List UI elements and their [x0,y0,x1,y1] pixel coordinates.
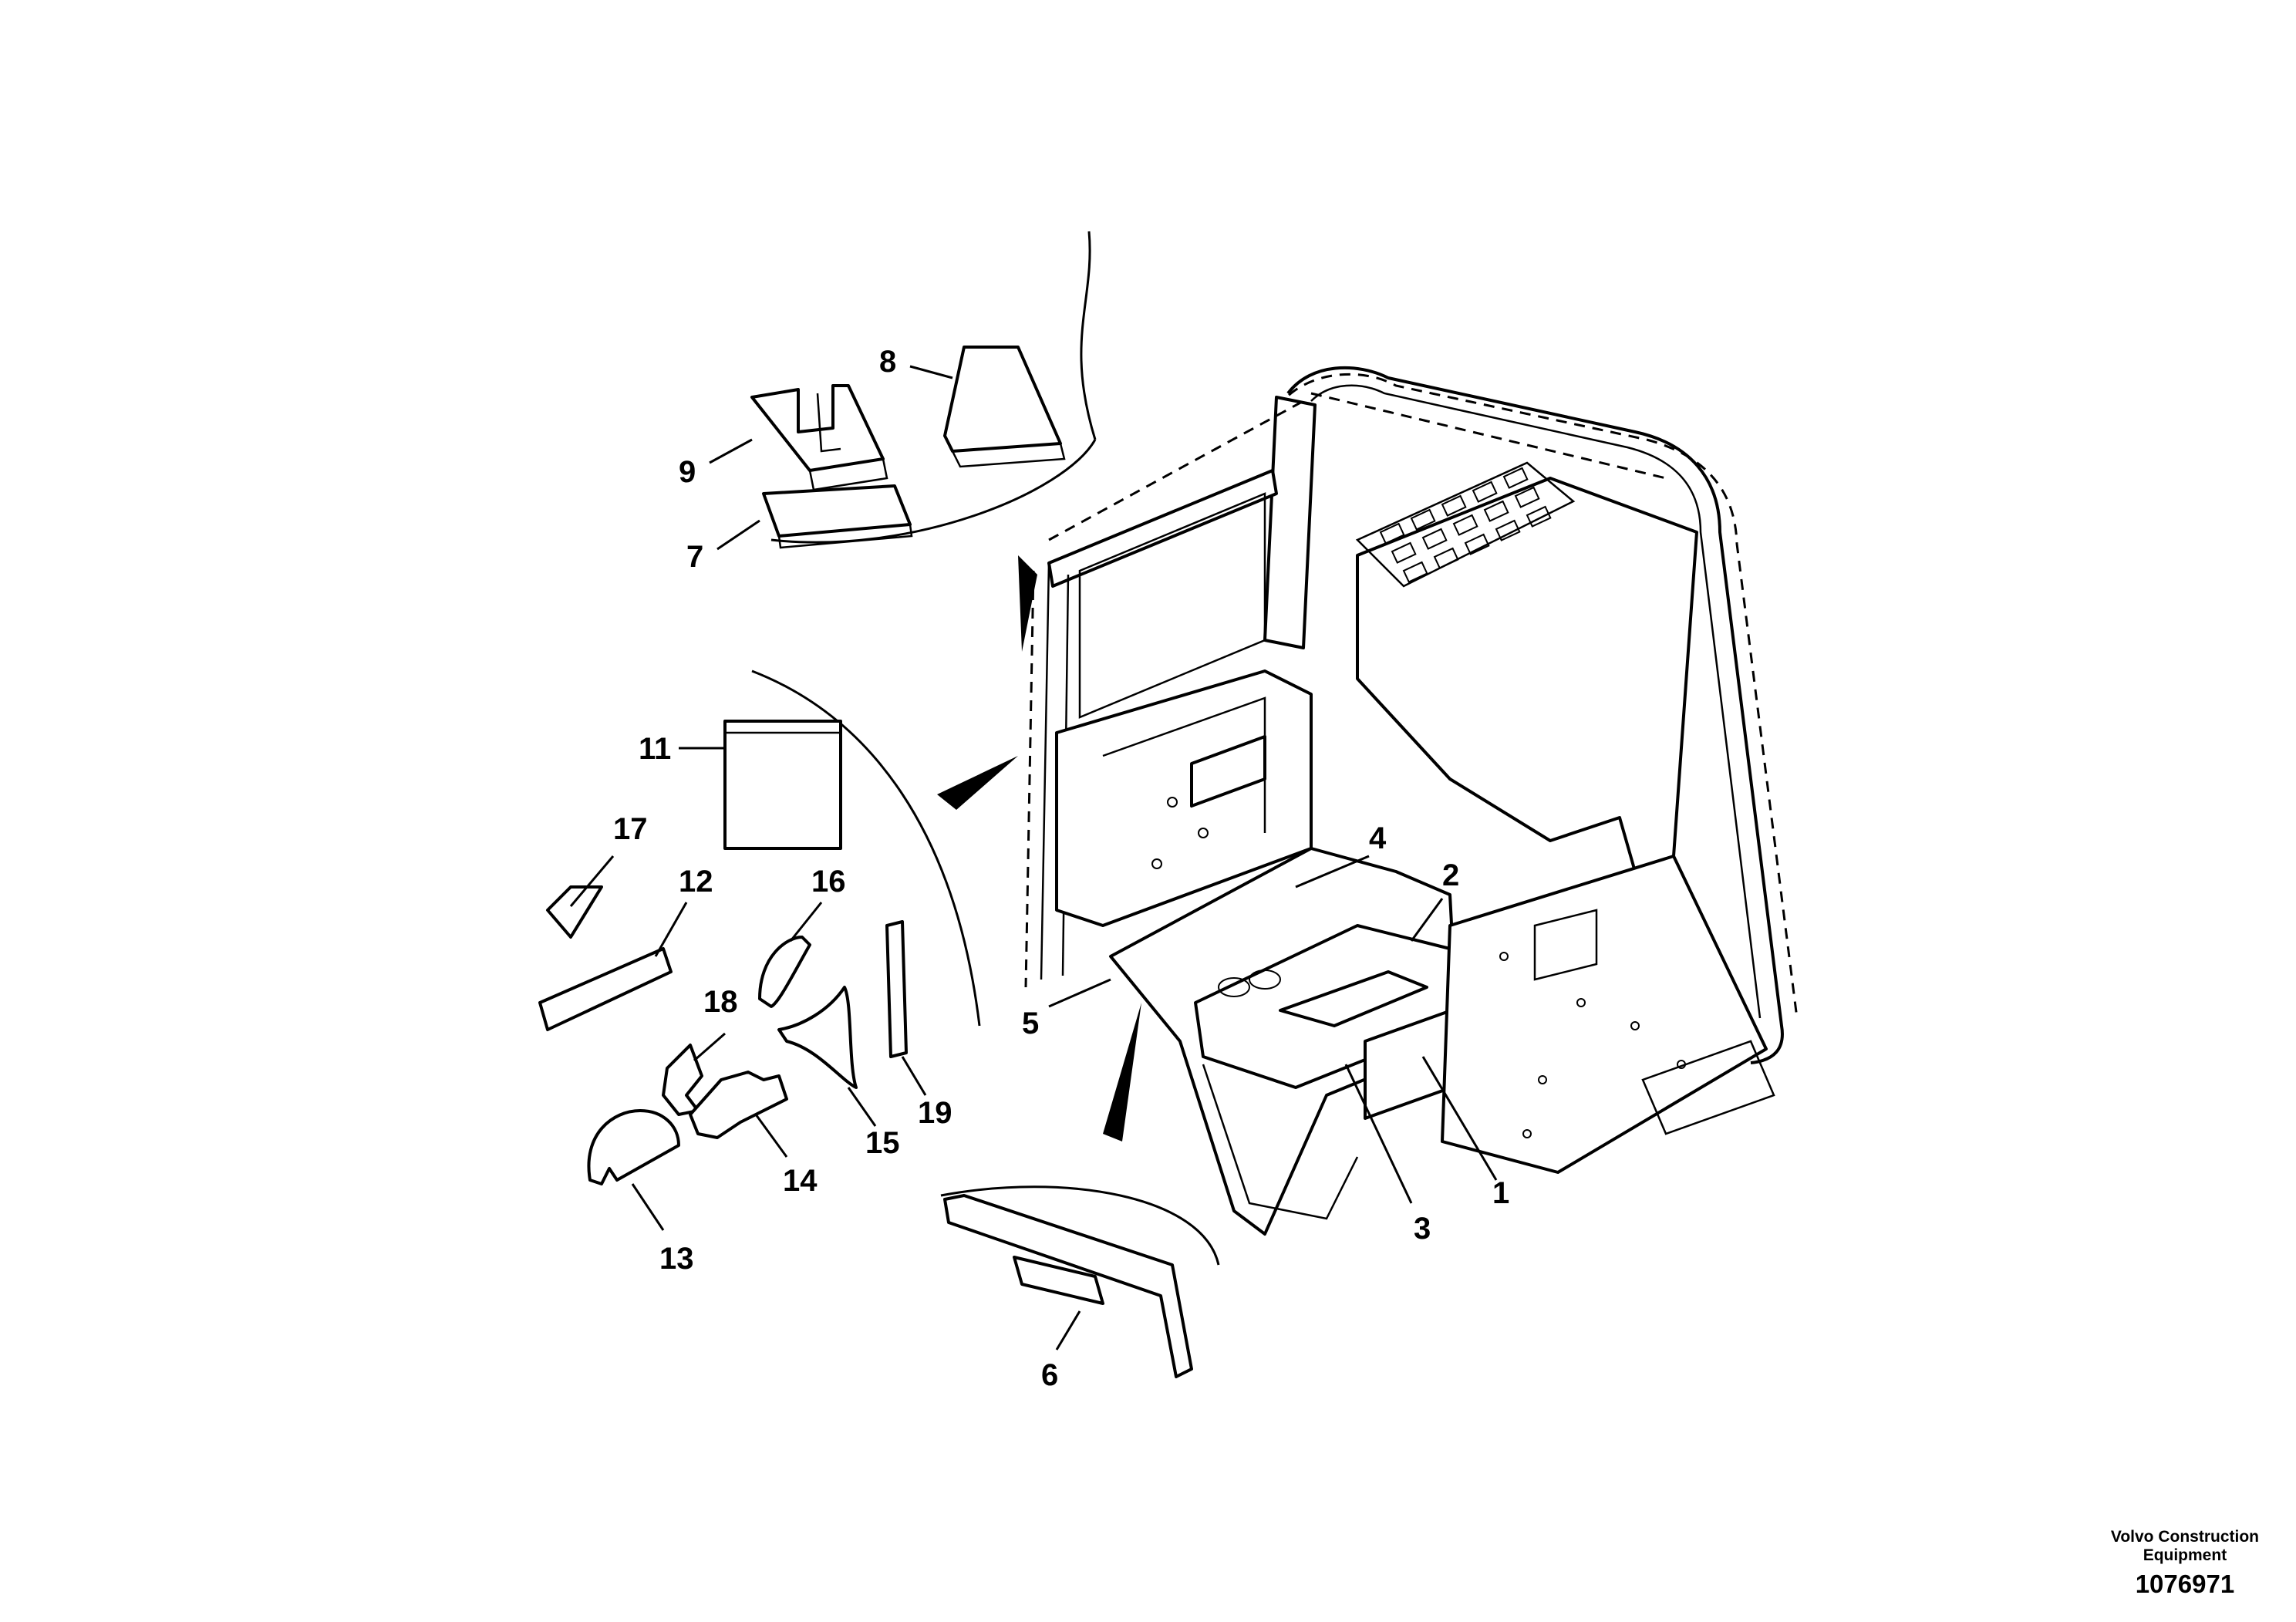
leader-lines [569,365,1498,1351]
arrow-pointer-upper [1018,555,1037,652]
callout-5: 5 [1022,1007,1039,1040]
company-name-line2: Equipment [2143,1546,2227,1564]
callout-16: 16 [811,865,846,899]
part-13-half-disc [587,1109,680,1185]
insulation-parts [538,346,1193,1378]
part-8-wedge-block [943,346,1062,453]
part-15-curved-piece [777,986,858,1089]
part-6-small-block [1013,1256,1104,1305]
part-16-crescent [758,936,811,1008]
callout-9: 9 [679,455,696,489]
arrow-pointer-lower [1103,1003,1141,1141]
callout-15: 15 [865,1126,900,1160]
part-12-bar [538,947,673,1031]
callout-2: 2 [1442,858,1459,892]
part-14-shaped-piece [689,1071,788,1139]
part-18-shaped-piece [662,1044,703,1116]
callout-1: 1 [1492,1176,1509,1210]
part-19-strip [885,920,908,1058]
part-7-flat-block [762,484,912,538]
document-footer: Volvo Construction Equipment 1076971 [2111,1528,2259,1599]
cab-frame-drawing [1024,366,1799,1236]
callout-19: 19 [918,1096,952,1130]
part-9-slotted-block [750,384,885,472]
callout-4: 4 [1369,821,1387,855]
callout-14: 14 [783,1164,818,1198]
callout-6: 6 [1041,1358,1058,1392]
callout-7: 7 [686,540,703,574]
roof-vent-grid [1355,461,1576,588]
callout-3: 3 [1414,1212,1431,1246]
callout-numbers: 8 9 7 11 17 12 16 18 19 15 14 13 6 5 4 2… [613,345,1509,1392]
callout-12: 12 [679,865,713,899]
detail-callout-arcs [751,231,1220,1266]
part-11-panel [723,720,842,850]
document-number: 1076971 [2135,1570,2235,1598]
callout-18: 18 [703,985,738,1019]
callout-13: 13 [659,1242,694,1276]
callout-11: 11 [639,732,671,766]
arrow-pointer-middle [937,756,1018,810]
callout-17: 17 [613,812,648,846]
company-name-line1: Volvo Construction [2110,1528,2259,1546]
part-17-wedge [546,885,603,939]
part-6-L-strip [943,1194,1193,1378]
callout-8: 8 [879,345,896,379]
